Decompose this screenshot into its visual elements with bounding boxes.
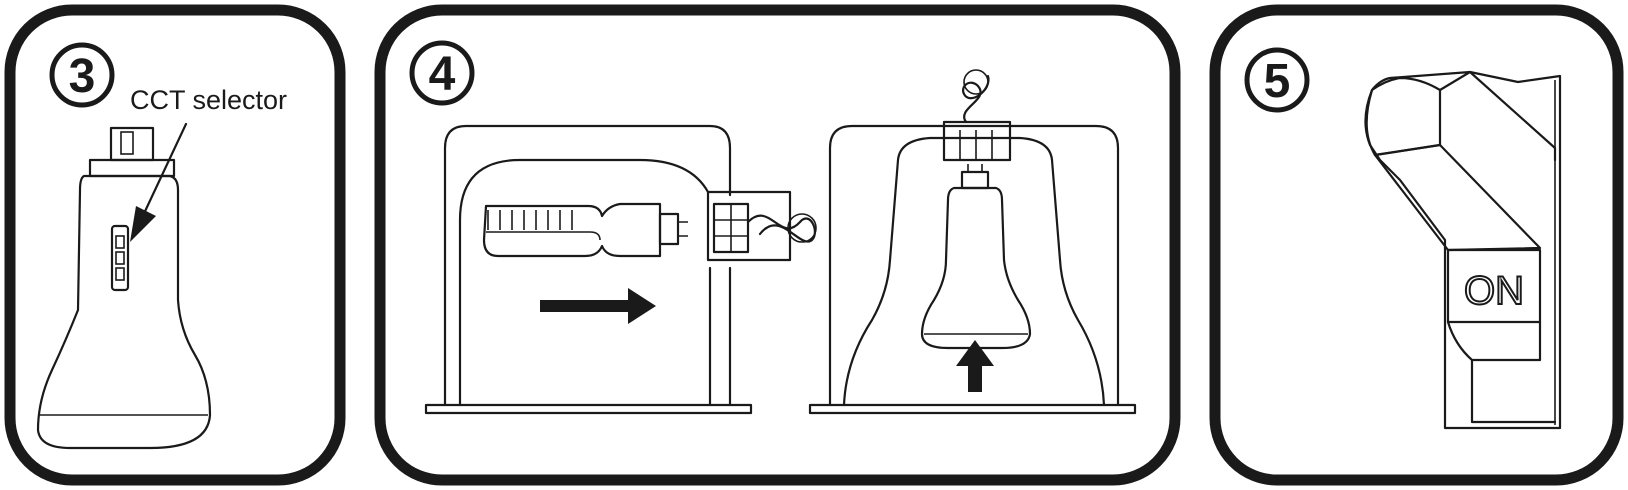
step-4-number: 4	[429, 48, 456, 101]
cct-selector-label: CCT selector	[130, 85, 287, 115]
wall-switch: ON	[1364, 70, 1562, 430]
step-5-panel: 5 ON	[1209, 4, 1624, 486]
step-3-number: 3	[69, 50, 96, 103]
step-4-badge	[409, 40, 475, 106]
lamp-with-cct-selector	[36, 122, 212, 450]
step-3-badge	[49, 42, 115, 108]
fixture-vertical-insert	[808, 69, 1137, 415]
step-5-badge	[1244, 47, 1310, 113]
step-3-panel: 3 CCT selector	[4, 4, 346, 486]
fixture-horizontal-insert	[424, 124, 817, 415]
step-5-number: 5	[1264, 55, 1291, 108]
step-4-panel: 4	[374, 4, 1181, 486]
on-label: ON	[1464, 269, 1524, 313]
